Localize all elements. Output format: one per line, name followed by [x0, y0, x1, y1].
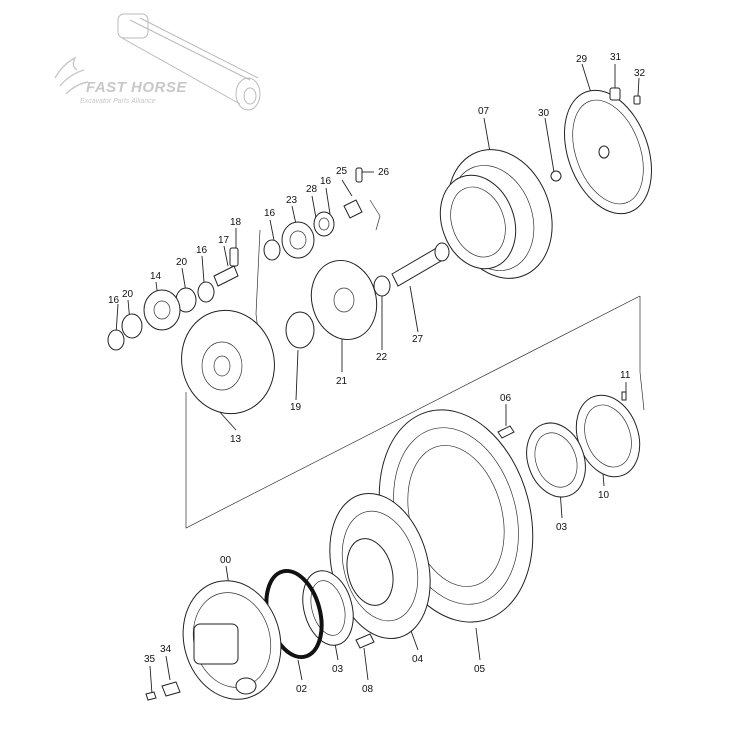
- upper-stage-parts: [107, 167, 363, 351]
- horse-mark-icon: [54, 56, 89, 95]
- sun-shaft-27: [391, 242, 450, 287]
- label-16-left: 16: [196, 245, 208, 256]
- motor-00: [145, 580, 282, 701]
- hub-04: [329, 492, 431, 640]
- label-16-upper: 16: [320, 176, 332, 187]
- label-22: 22: [376, 352, 388, 363]
- carrier-13: [181, 309, 275, 415]
- label-25: 25: [336, 166, 348, 177]
- label-16-mid: 16: [264, 208, 276, 219]
- label-03-right: 03: [556, 522, 568, 533]
- label-06: 06: [500, 393, 512, 404]
- label-23: 23: [286, 195, 298, 206]
- label-17: 17: [218, 235, 230, 246]
- label-04: 04: [412, 654, 424, 665]
- label-20-upper: 20: [176, 257, 188, 268]
- brand-logo: FAST HORSE Excavator Parts Alliance: [54, 56, 187, 105]
- logo-subtitle: Excavator Parts Alliance: [80, 98, 156, 105]
- carrier-21: [285, 259, 391, 349]
- label-16-far: 16: [108, 295, 120, 306]
- label-18: 18: [230, 217, 242, 228]
- label-30: 30: [538, 108, 550, 119]
- label-27: 27: [412, 334, 424, 345]
- part-labels: 31 29 32 07 30 25 26 28 16 23 16 18 17 1…: [108, 52, 646, 695]
- label-08: 08: [362, 684, 374, 695]
- label-34: 34: [160, 644, 172, 655]
- logo-title: FAST HORSE: [86, 79, 187, 96]
- label-20-lower: 20: [122, 289, 134, 300]
- label-00: 00: [220, 555, 232, 566]
- label-13: 13: [230, 434, 242, 445]
- ring-gear-07: [439, 149, 562, 279]
- label-02: 02: [296, 684, 308, 695]
- label-31: 31: [610, 52, 622, 63]
- label-26: 26: [378, 167, 390, 178]
- track-link-sketch: [117, 13, 261, 111]
- label-29: 29: [576, 54, 588, 65]
- label-03-lower: 03: [332, 664, 344, 675]
- label-05: 05: [474, 664, 486, 675]
- label-21: 21: [336, 376, 348, 387]
- label-11: 11: [620, 370, 631, 381]
- label-32: 32: [634, 68, 646, 79]
- label-19: 19: [290, 402, 302, 413]
- label-07: 07: [478, 106, 490, 117]
- label-10: 10: [598, 490, 610, 501]
- label-14: 14: [150, 271, 162, 282]
- cover-plate-29: [564, 87, 652, 215]
- label-28: 28: [306, 184, 318, 195]
- seal-parts-right: [497, 391, 641, 498]
- label-35: 35: [144, 654, 156, 665]
